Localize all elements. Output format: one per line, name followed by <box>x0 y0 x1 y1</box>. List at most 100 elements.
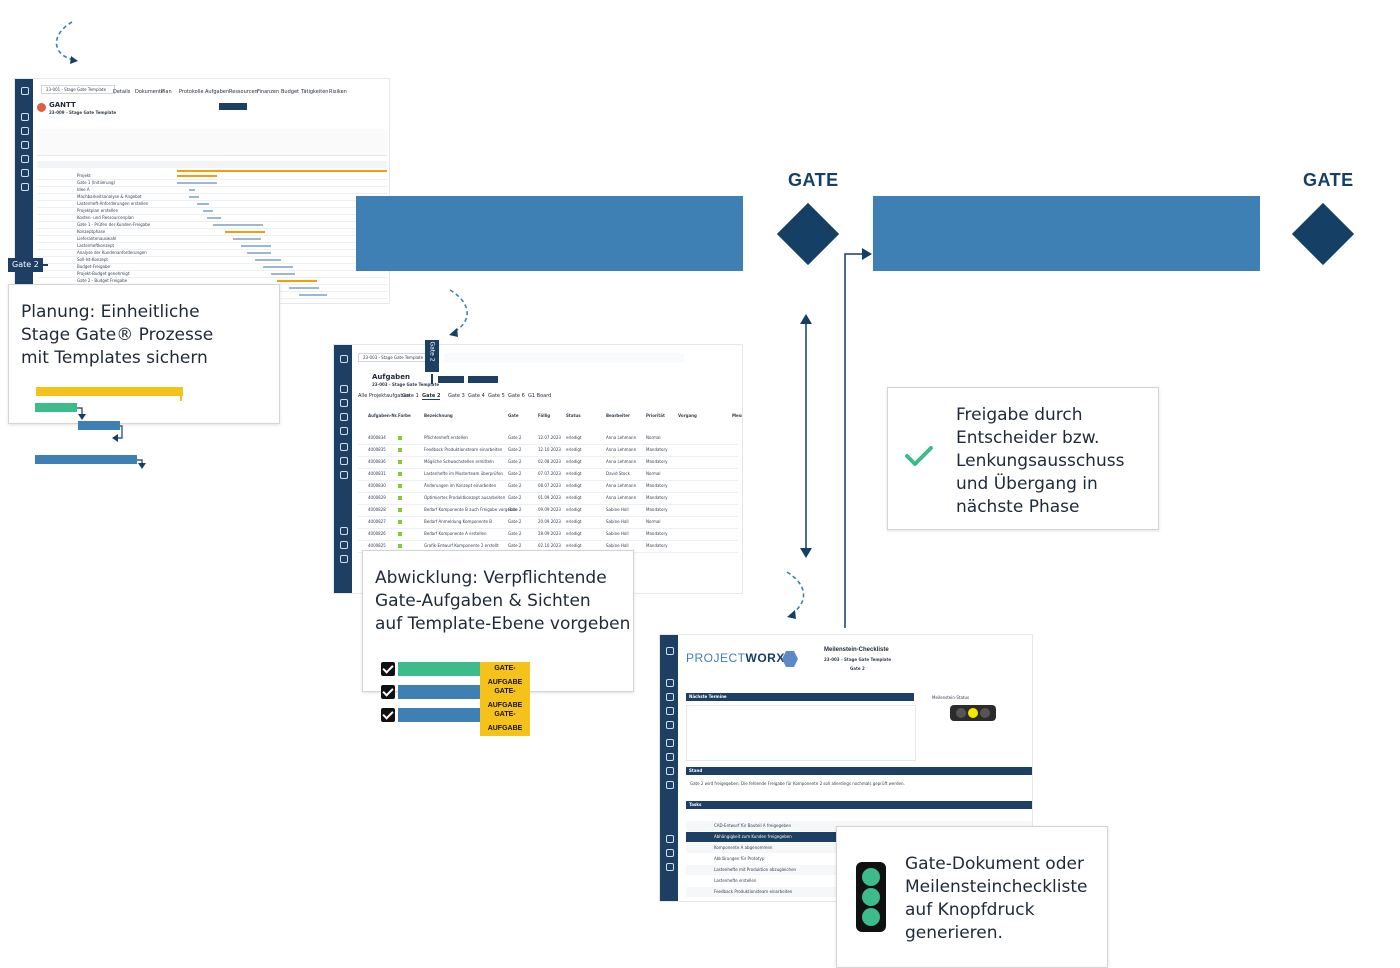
column-header[interactable]: Bezeichnung <box>424 413 453 418</box>
gantt-bar[interactable] <box>177 175 217 177</box>
gate-task-bar-2 <box>398 685 480 699</box>
tab-taetigkeiten[interactable]: Tätigkeiten <box>301 89 329 95</box>
gantt-row[interactable]: Lieferantenauswahl <box>77 236 117 241</box>
gantt-row-line <box>37 193 387 194</box>
column-header[interactable]: Farbe <box>398 413 411 418</box>
gantt-bar[interactable] <box>203 210 213 212</box>
checklist-gate: Gate 2 <box>850 666 865 671</box>
gantt-row[interactable]: Lastenheft-Anforderungen erstellen <box>77 201 149 206</box>
table-cell: 12.07.2023 <box>538 435 561 440</box>
gantt-screenshot: 23-001 - Stage Gate Template Details Dok… <box>14 78 390 304</box>
table-cell[interactable]: Pflichtenheft erstellen <box>424 435 468 440</box>
color-swatch <box>398 508 402 512</box>
tab-gate-5[interactable]: Gate 5 <box>488 393 505 399</box>
column-header[interactable]: Messung <box>732 413 742 418</box>
gantt-bar[interactable] <box>247 252 271 254</box>
table-cell: Anna Lehmann <box>606 495 637 500</box>
gantt-bar[interactable] <box>189 196 199 198</box>
gantt-bar[interactable] <box>233 238 261 240</box>
tab-ressourcen[interactable]: Ressourcen <box>229 89 258 95</box>
gate-label-2: GATE <box>1303 170 1354 190</box>
tab-details[interactable]: Details <box>113 89 131 95</box>
gantt-row[interactable]: Machbarkeitsanalyse & Angebot <box>77 194 142 199</box>
table-cell[interactable]: Änderungen im Konzept einarbeiten <box>424 483 497 488</box>
tasks-search[interactable]: 23-003 - Stage Gate Template <box>358 353 432 362</box>
tab-gate-2[interactable]: Gate 2 <box>422 393 441 400</box>
tab-protokolle[interactable]: Protokolle <box>179 89 204 95</box>
table-cell[interactable]: Mögliche Schwachstellen ermitteln <box>424 459 494 464</box>
new-task-button[interactable] <box>438 376 464 383</box>
table-cell: erledigt <box>566 495 582 500</box>
gantt-row[interactable]: Projektplan erstellen <box>77 208 119 213</box>
gantt-bar[interactable] <box>263 266 293 268</box>
gantt-bar[interactable] <box>213 224 263 226</box>
tab-budget[interactable]: Budget <box>281 89 299 95</box>
tab-risiken[interactable]: Risiken <box>329 89 347 95</box>
table-cell: Mandatory <box>646 507 668 512</box>
gantt-row[interactable]: Lastenheftkonzept <box>77 243 115 248</box>
column-header[interactable]: Gate <box>508 413 519 418</box>
section-termine-header: Nächste Termine <box>686 693 914 701</box>
color-swatch <box>398 448 402 452</box>
checklist-row-text: Feedback Produktionsteam einarbeiten <box>714 889 793 894</box>
tab-finanzen[interactable]: Finanzen <box>257 89 280 95</box>
tab-gate-6[interactable]: Gate 6 <box>508 393 525 399</box>
table-cell[interactable]: Grafik-Entwurf Komponente 2 erstellt <box>424 543 499 548</box>
gantt-row[interactable]: Soll-Ist-Konzept <box>77 257 109 262</box>
gantt-bar[interactable] <box>241 245 271 247</box>
gantt-bar[interactable] <box>255 259 281 261</box>
column-header[interactable]: Aufgaben-Nr. <box>368 413 398 418</box>
gantt-row-line <box>37 242 387 243</box>
tab-alle[interactable]: Alle Projektaufgaben <box>358 393 410 399</box>
tab-gate-4[interactable]: Gate 4 <box>468 393 485 399</box>
column-header[interactable]: Vorgang <box>678 413 697 418</box>
gantt-row[interactable]: Gate 1 (Initiierung) <box>77 180 116 185</box>
table-cell: Sabine Holl <box>606 531 629 536</box>
gantt-bar[interactable] <box>189 189 195 191</box>
tab-plan[interactable]: Plan <box>161 89 172 95</box>
column-header[interactable]: Status <box>566 413 581 418</box>
gantt-bar[interactable] <box>289 287 319 289</box>
table-cell[interactable]: Lastenhefte im Musterteam überprüfen <box>424 471 503 476</box>
column-header[interactable]: Fällig <box>538 413 551 418</box>
table-cell[interactable]: Bedarf Komponente B auch Freigabe vorgeb… <box>424 507 518 512</box>
gantt-row[interactable]: Konzeptphase <box>77 229 106 234</box>
table-cell[interactable]: Feedback Produktionsteam einarbeiten <box>424 447 503 452</box>
table-row-line <box>358 456 738 457</box>
table-cell[interactable]: Optimiertes Produktkonzept ausarbeiten <box>424 495 506 500</box>
gantt-bar[interactable] <box>299 294 327 296</box>
tab-gate-1[interactable]: Gate 1 <box>402 393 419 399</box>
gantt-row-line <box>37 200 387 201</box>
gantt-row[interactable]: Projekt <box>77 173 91 178</box>
gantt-search[interactable]: 23-001 - Stage Gate Template <box>41 85 115 94</box>
filter-button[interactable] <box>468 376 498 383</box>
gantt-row[interactable]: Gate 1 - Prüfen der Kunden-Freigabe <box>77 222 151 227</box>
gantt-row[interactable]: Idee A <box>77 187 90 192</box>
light-top <box>862 868 880 886</box>
gantt-row[interactable]: Projekt-Budget genehmigt <box>77 271 130 276</box>
tab-dokumente[interactable]: Dokumente <box>135 89 164 95</box>
gantt-row[interactable]: Gate 2 - Budget Freigabe <box>77 278 128 283</box>
gantt-row[interactable]: Analyse der Kundenanforderungen <box>77 250 147 255</box>
gantt-bar[interactable] <box>207 217 221 219</box>
table-cell: 4000834 <box>368 435 386 440</box>
table-cell[interactable]: Bedarf Anmeldung Komponente B <box>424 519 493 524</box>
traffic-light-icon <box>950 705 996 721</box>
table-cell[interactable]: Bedarf Komponente A erstellen <box>424 531 487 536</box>
tab-aufgaben[interactable]: Aufgaben <box>205 89 230 95</box>
gantt-bar[interactable] <box>177 182 217 184</box>
gantt-bar[interactable] <box>277 280 317 282</box>
tasks-columns: Aufgaben-Nr.Farbe Bezeichnung Gate Fällig St… <box>358 413 742 421</box>
gantt-bar[interactable] <box>271 273 295 275</box>
yellow-plan-bar <box>36 387 183 396</box>
column-header[interactable]: Priorität <box>646 413 665 418</box>
tab-g1-board[interactable]: G1 Board <box>528 393 552 399</box>
gantt-row[interactable]: Budget-Freigabe <box>77 264 110 269</box>
table-row-line <box>358 504 738 505</box>
tab-gate-3[interactable]: Gate 3 <box>448 393 465 399</box>
gantt-bar[interactable] <box>225 231 265 233</box>
gantt-row[interactable]: Kosten- und Ressourcenplan <box>77 215 134 220</box>
column-header[interactable]: Bearbeiter <box>606 413 630 418</box>
save-button[interactable] <box>219 103 247 110</box>
gantt-bar[interactable] <box>197 203 209 205</box>
